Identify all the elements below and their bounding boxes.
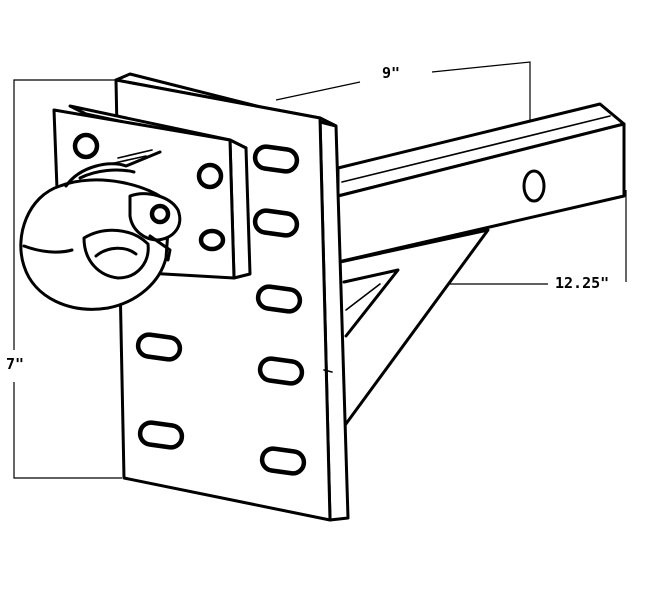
plate-mark (323, 369, 333, 373)
latch-lever (109, 149, 153, 165)
bolt-slots (135, 144, 307, 476)
bolt-slot (259, 446, 307, 476)
gusset-detail (345, 283, 381, 311)
dim-label-right: 12.25" (555, 274, 610, 292)
bolt-slot (137, 420, 185, 450)
latch-pin (149, 203, 171, 225)
dim-top-left-leader (275, 81, 361, 101)
dim-left-lower (13, 382, 122, 479)
block-bolt-hole (198, 228, 226, 252)
hook-throat-edge (94, 246, 138, 258)
gusset-inner-edge (342, 268, 400, 338)
gusset-brace (338, 228, 490, 434)
bolt-slot (252, 208, 300, 238)
pin-hole (522, 169, 546, 203)
pintle-hook (19, 149, 182, 311)
hook-throat (82, 228, 150, 280)
bolt-slot (257, 356, 305, 386)
latch-spring (78, 168, 136, 180)
block-bolt-hole (72, 132, 100, 160)
latch-arm (64, 150, 162, 188)
dim-label-top: 9" (382, 64, 401, 82)
bolt-slot (135, 332, 183, 362)
bolt-slot (252, 144, 300, 174)
dim-left-upper (13, 79, 116, 350)
gusset-plate (338, 228, 490, 434)
bolt-slot (255, 284, 303, 314)
bar-edge-highlight (341, 115, 611, 183)
block-bolt-hole (196, 162, 224, 190)
hook-seam (22, 244, 74, 254)
dim-label-left: 7" (6, 355, 25, 373)
hook-rear-curve (148, 234, 172, 262)
